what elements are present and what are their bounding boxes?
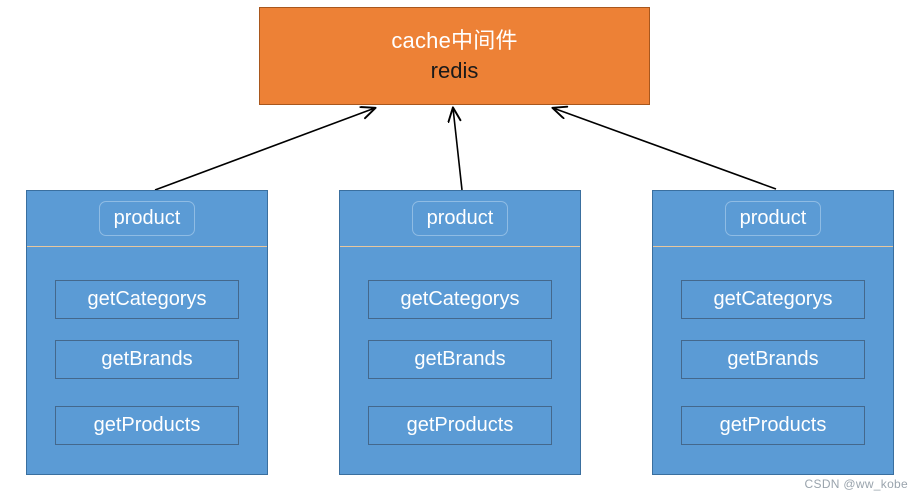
cache-middleware-box: cache中间件 redis: [259, 7, 650, 105]
service-title-wrap-1: product: [27, 191, 267, 246]
service-divider-2: [340, 246, 580, 247]
service-box-3: product getCategorys getBrands getProduc…: [652, 190, 894, 475]
arrow-service-2-to-cache: [453, 108, 463, 191]
method-box-getproducts-1: getProducts: [55, 406, 239, 445]
method-box-getcategorys-2: getCategorys: [368, 280, 552, 319]
method-box-getproducts-3: getProducts: [681, 406, 865, 445]
service-divider-3: [653, 246, 893, 247]
method-box-getproducts-2: getProducts: [368, 406, 552, 445]
cache-title-secondary: redis: [430, 58, 479, 83]
method-box-getcategorys-3: getCategorys: [681, 280, 865, 319]
service-divider-1: [27, 246, 267, 247]
service-title-wrap-2: product: [340, 191, 580, 246]
service-title-1: product: [98, 201, 196, 236]
method-box-getcategorys-1: getCategorys: [55, 280, 239, 319]
method-box-getbrands-1: getBrands: [55, 340, 239, 379]
service-box-2: product getCategorys getBrands getProduc…: [339, 190, 581, 475]
method-box-getbrands-2: getBrands: [368, 340, 552, 379]
watermark: CSDN @ww_kobe: [804, 477, 908, 491]
method-box-getbrands-3: getBrands: [681, 340, 865, 379]
arrow-service-3-to-cache: [553, 108, 777, 190]
service-title-2: product: [411, 201, 509, 236]
service-title-wrap-3: product: [653, 191, 893, 246]
service-box-1: product getCategorys getBrands getProduc…: [26, 190, 268, 475]
cache-title-primary: cache中间件: [391, 28, 518, 53]
arrow-service-1-to-cache: [154, 108, 375, 191]
service-title-3: product: [724, 201, 822, 236]
